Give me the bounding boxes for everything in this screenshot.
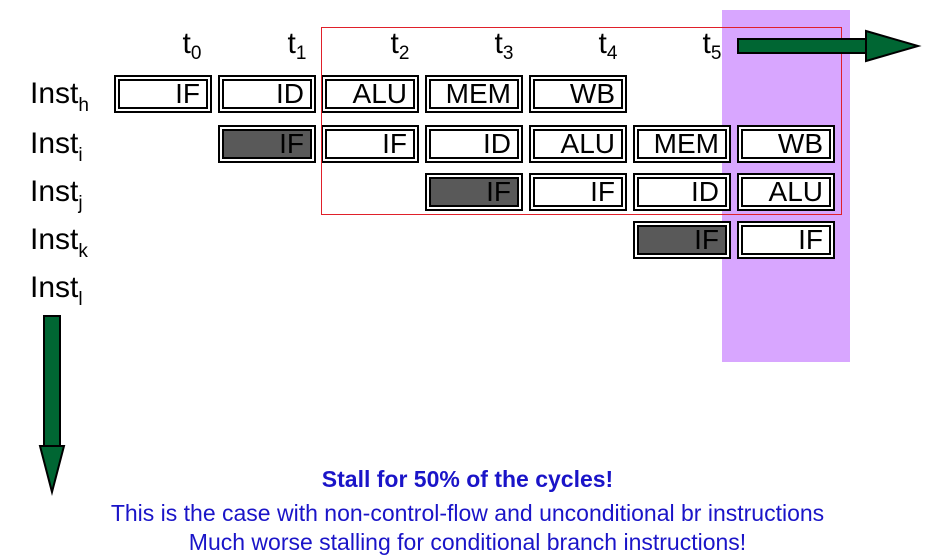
- instruction-label-k: Instk: [30, 223, 88, 262]
- instruction-label-l: Instl: [30, 271, 83, 310]
- stage-cell-k-6: IF: [737, 221, 835, 259]
- time-label-t1: t1: [287, 27, 307, 64]
- caption-line-2: This is the case with non-control-flow a…: [110, 500, 825, 526]
- stall-cell-k-5: IF: [633, 221, 731, 259]
- time-label-t5: t5: [702, 27, 722, 64]
- instruction-label-h: Insth: [30, 77, 89, 116]
- time-arrow-icon: [737, 29, 922, 63]
- pipeline-window-box: [321, 27, 842, 215]
- time-label-t4: t4: [598, 27, 618, 64]
- stall-headline: Stall for 50% of the cycles!: [321, 466, 614, 492]
- stage-cell-h-2: ALU: [321, 75, 419, 113]
- stage-cell-j-4: IF: [529, 173, 627, 211]
- time-label-t2: t2: [390, 27, 410, 64]
- stage-cell-i-5: MEM: [633, 125, 731, 163]
- time-label-t3: t3: [494, 27, 514, 64]
- instruction-label-i: Insti: [30, 127, 83, 166]
- stage-cell-i-3: ID: [425, 125, 523, 163]
- stage-cell-i-2: IF: [321, 125, 419, 163]
- stage-cell-i-6: WB: [737, 125, 835, 163]
- stage-cell-h-1: ID: [218, 75, 316, 113]
- stall-cell-i-1: IF: [218, 125, 316, 163]
- stall-cell-j-3: IF: [425, 173, 523, 211]
- stage-cell-h-0: IF: [114, 75, 212, 113]
- instruction-label-j: Instj: [30, 175, 83, 214]
- stage-cell-j-6: ALU: [737, 173, 835, 211]
- time-label-t0: t0: [182, 27, 202, 64]
- stage-cell-h-4: WB: [529, 75, 627, 113]
- stage-cell-j-5: ID: [633, 173, 731, 211]
- caption-line-3: Much worse stalling for conditional bran…: [188, 529, 747, 555]
- stage-cell-i-4: ALU: [529, 125, 627, 163]
- instruction-arrow-icon: [38, 315, 66, 496]
- stage-cell-h-3: MEM: [425, 75, 523, 113]
